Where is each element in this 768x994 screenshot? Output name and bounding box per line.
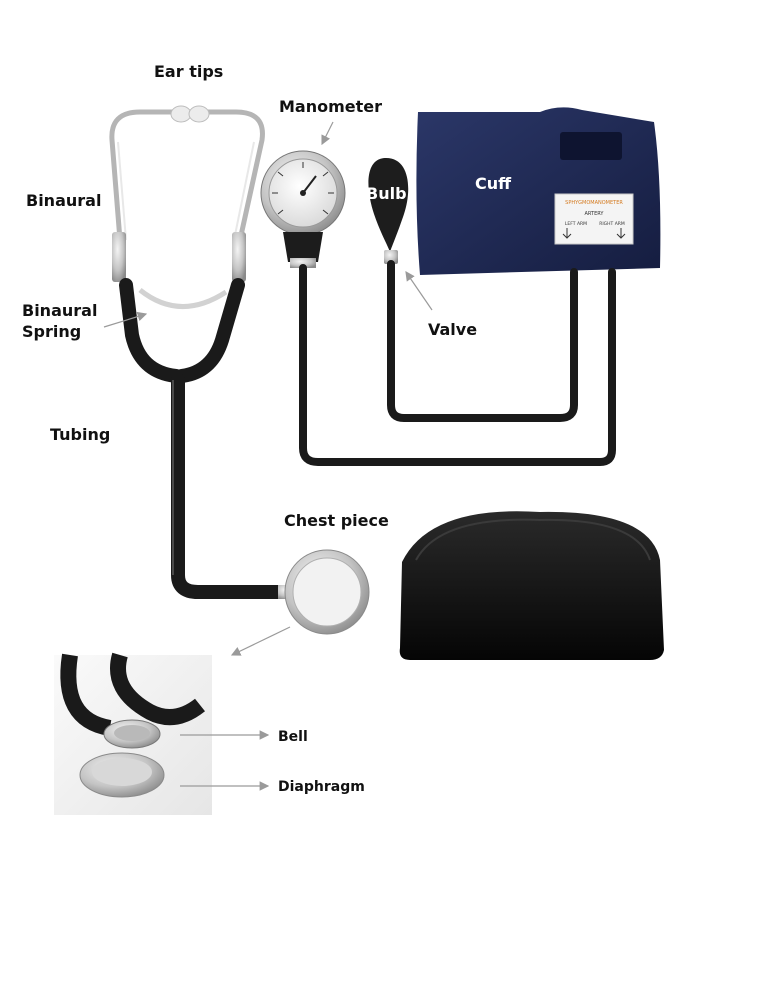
cuff-tag-left: LEFT ARM: [565, 221, 587, 227]
label-binaural-spring-line1: Binaural: [22, 301, 98, 320]
label-binaural: Binaural: [26, 191, 102, 210]
label-bell: Bell: [278, 729, 308, 745]
label-tubing: Tubing: [50, 425, 111, 444]
bulb-shape: [368, 158, 409, 264]
label-binaural-spring-line2: Spring: [22, 322, 82, 341]
cuff-tag-header: SPHYGMOMANOMETER: [565, 200, 623, 206]
label-ear-tips: Ear tips: [154, 62, 224, 81]
carrying-case: [399, 511, 664, 660]
cuff-shape: SPHYGMOMANOMETER ARTERY LEFT ARM RIGHT A…: [416, 107, 661, 275]
leader-lines: [103, 121, 433, 791]
cuff-tag-artery: ARTERY: [585, 211, 605, 217]
binaural-right-connector: [232, 232, 246, 282]
ear-tips-shape: [170, 105, 210, 123]
binaural-left-connector: [112, 232, 126, 282]
label-chest-piece: Chest piece: [284, 511, 389, 530]
chest-piece-shape: [278, 549, 370, 635]
label-diaphragm: Diaphragm: [278, 779, 365, 795]
binaural-tubes: [109, 109, 265, 241]
label-manometer: Manometer: [279, 97, 383, 116]
cuff-tag-right: RIGHT ARM: [599, 221, 625, 227]
valve-shape: [384, 250, 398, 264]
bp-tubing: [299, 260, 616, 466]
label-bulb: Bulb: [366, 184, 407, 203]
stethoscope-tubing: [119, 278, 287, 599]
binaural-spring-shape: [138, 288, 228, 309]
label-cuff: Cuff: [475, 174, 512, 193]
manometer-gauge: [260, 150, 346, 268]
label-valve: Valve: [428, 320, 478, 339]
